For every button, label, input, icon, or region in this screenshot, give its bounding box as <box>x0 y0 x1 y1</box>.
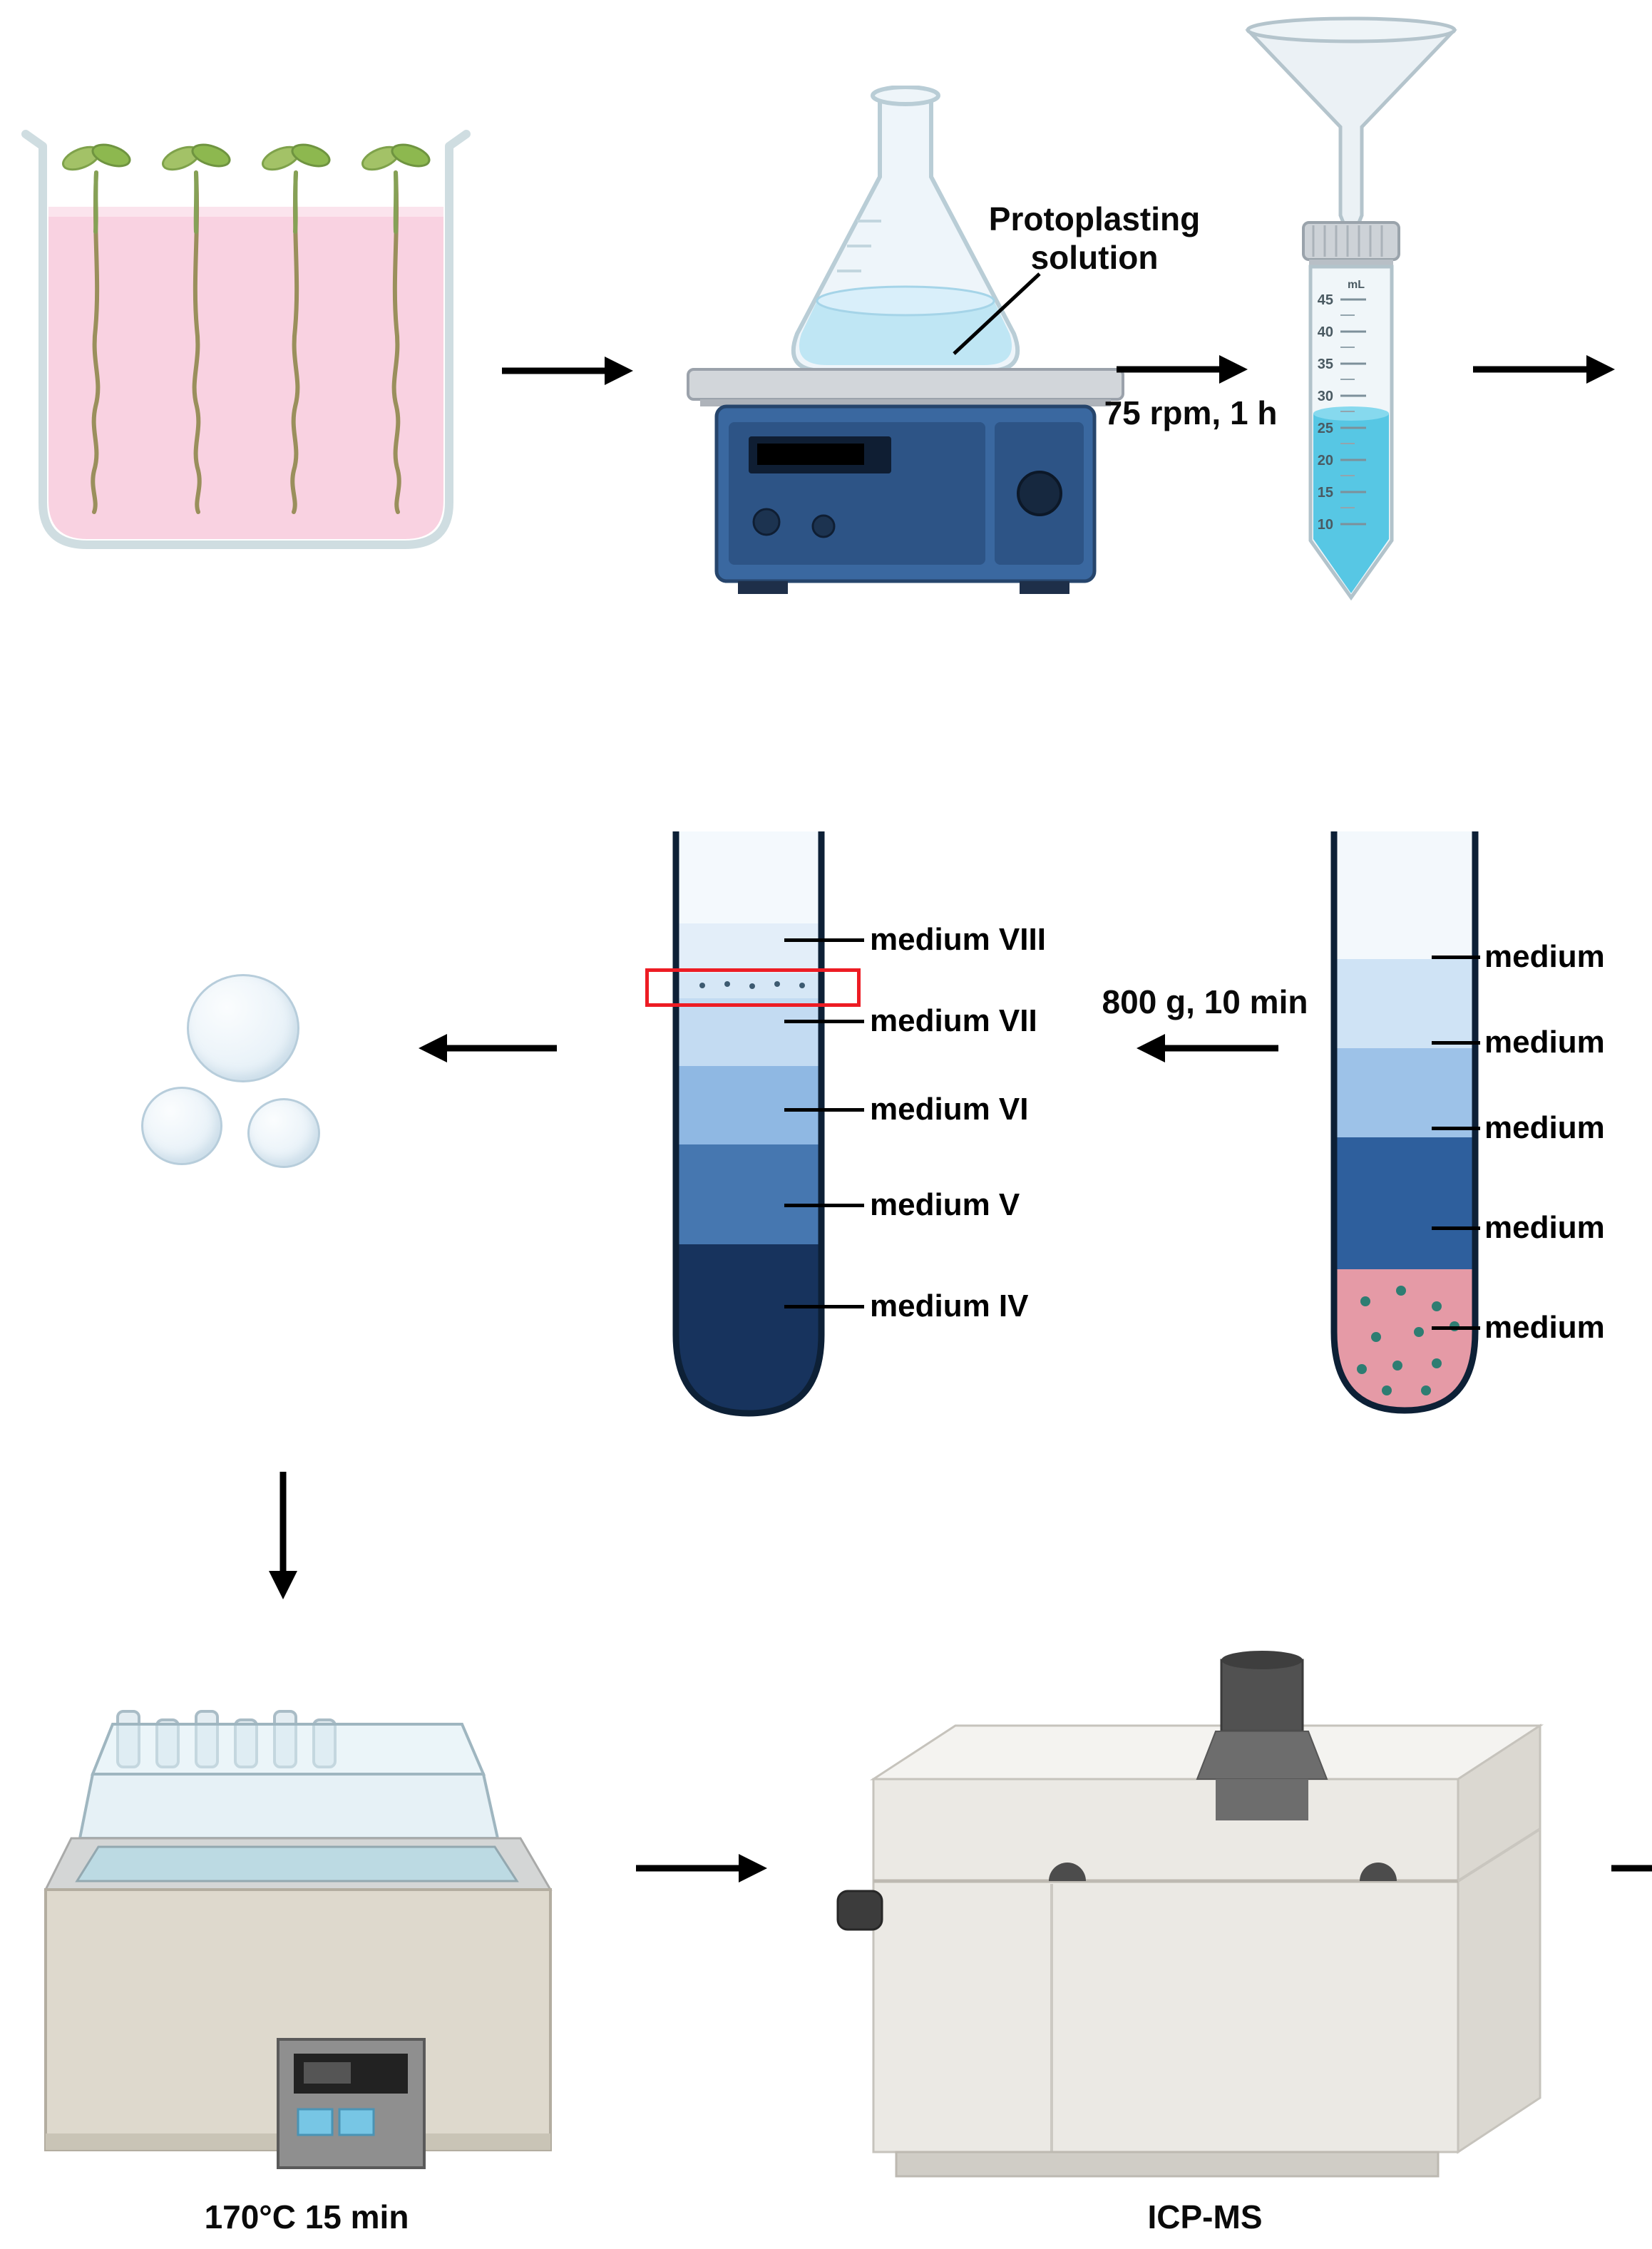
shaker-body <box>714 404 1097 594</box>
tube-cap <box>1302 221 1400 261</box>
loaded-gradient-tube-illustration <box>1330 831 1479 1414</box>
instrument-base <box>895 2151 1440 2178</box>
shaker-knob-1 <box>752 508 781 536</box>
centrifugation-condition-label: 800 g, 10 min <box>1102 983 1308 1020</box>
beaker-lip-left <box>21 130 47 150</box>
loaded-gradient-layers <box>1334 831 1475 1410</box>
tube-liquid <box>1313 414 1389 593</box>
arrow-down-1 <box>269 1472 297 1599</box>
protoplasting-label-line2: solution <box>1030 239 1159 277</box>
density-gradient-tube-illustration <box>672 831 825 1417</box>
bath-control-panel <box>277 2038 426 2169</box>
shaking-condition-label: 75 rpm, 1 h <box>1104 394 1278 431</box>
loaded-tube-label-1: medium <box>1484 939 1605 974</box>
seedlings <box>61 143 431 514</box>
callout-pointer-line <box>953 272 1041 355</box>
interphase-highlight-box <box>645 968 861 1007</box>
tick-line <box>1432 1326 1480 1330</box>
falcon-tube-icon: mL 45 40 35 30 25 20 15 10 <box>1302 221 1400 601</box>
arrow-right-3 <box>1473 355 1615 384</box>
tick-line <box>1432 1127 1480 1130</box>
gradient-label-medium-v: medium V <box>870 1187 1020 1222</box>
protoplast-cell-small <box>247 1098 320 1168</box>
bath-button-1 <box>297 2108 334 2136</box>
protoplasting-label-line1: Protoplasting <box>988 200 1201 237</box>
medium-surface <box>48 207 443 217</box>
shaker-dial <box>1017 471 1062 516</box>
tube-scale-40: 40 <box>1318 324 1333 340</box>
bath-rim <box>43 1837 553 1891</box>
seedlings-in-medium-illustration <box>21 130 471 549</box>
instrument-label: ICP-MS <box>1147 2198 1263 2235</box>
loaded-tube-label-2: medium <box>1484 1025 1605 1060</box>
tube-graduations: mL 45 40 35 30 25 20 15 10 <box>1318 279 1366 533</box>
tick-line <box>784 1204 864 1207</box>
tick-line <box>784 1020 864 1023</box>
tube-scale-15: 15 <box>1318 485 1333 501</box>
interphase-cells <box>699 981 805 989</box>
arrow-left-1 <box>1137 1034 1278 1062</box>
tick-line <box>784 1108 864 1112</box>
side-knob <box>836 1890 883 1931</box>
tick-line <box>1432 1041 1480 1045</box>
handle-left <box>1049 1863 1086 1881</box>
pink-medium <box>48 214 443 539</box>
arrow-left-2 <box>419 1034 557 1062</box>
tube-scale-10: 10 <box>1318 517 1333 533</box>
beaker-lip-right <box>445 130 471 150</box>
loaded-tube-label-5: medium <box>1484 1310 1605 1345</box>
arrow-right-4 <box>636 1854 767 1882</box>
tick-line <box>784 1305 864 1308</box>
gradient-label-medium-vii: medium VII <box>870 1003 1037 1038</box>
handle-right <box>1360 1863 1397 1881</box>
side-seam-line <box>1457 1828 1541 1882</box>
tube-scale-20: 20 <box>1318 453 1333 468</box>
loaded-tube-outline <box>1330 831 1479 1414</box>
water-bath-illustration <box>43 1710 553 2169</box>
shaker-knob-2 <box>811 514 836 538</box>
protoplast-cell-medium <box>141 1087 222 1165</box>
funnel-icon <box>1245 16 1457 232</box>
gradient-label-medium-vi: medium VI <box>870 1092 1029 1127</box>
bath-lid <box>78 1723 500 1840</box>
bath-button-2 <box>338 2108 375 2136</box>
instrument-front-face <box>872 1778 1459 2153</box>
tick-line <box>1432 956 1480 959</box>
instrument-right-face <box>1457 1723 1541 2154</box>
tube-scale-25: 25 <box>1318 421 1333 436</box>
gradient-layers <box>676 831 821 1413</box>
tick-line <box>1432 1226 1480 1230</box>
orbital-shaker-with-flask-illustration <box>687 86 1124 594</box>
icp-ms-instrument-illustration <box>836 1651 1544 2178</box>
protoplast-cell-large <box>187 974 299 1082</box>
protoplasting-solution-label: Protoplasting solution <box>945 200 1244 277</box>
tube-unit-label: mL <box>1348 279 1365 291</box>
loaded-tube-label-4: medium <box>1484 1210 1605 1245</box>
arrow-right-2 <box>1117 355 1248 384</box>
tube-scale-35: 35 <box>1318 357 1333 372</box>
shaker-platform <box>687 368 1124 406</box>
tube-scale-45: 45 <box>1318 292 1333 308</box>
tick-line <box>784 938 864 942</box>
gradient-label-medium-viii: medium VIII <box>870 922 1046 957</box>
gradient-tube-outline <box>672 831 825 1417</box>
arrow-right-1 <box>502 357 633 385</box>
loaded-tube-label-3: medium <box>1484 1110 1605 1145</box>
tube-scale-30: 30 <box>1318 389 1333 404</box>
pellet-cells <box>1357 1286 1459 1395</box>
gradient-label-medium-iv: medium IV <box>870 1289 1029 1323</box>
arrow-right-5-clipped <box>1611 1865 1652 1872</box>
filtration-illustration: mL 45 40 35 30 25 20 15 10 <box>1245 16 1457 601</box>
top-knob <box>1196 1651 1328 1820</box>
digestion-condition-label: 170°C 15 min <box>204 2198 409 2235</box>
